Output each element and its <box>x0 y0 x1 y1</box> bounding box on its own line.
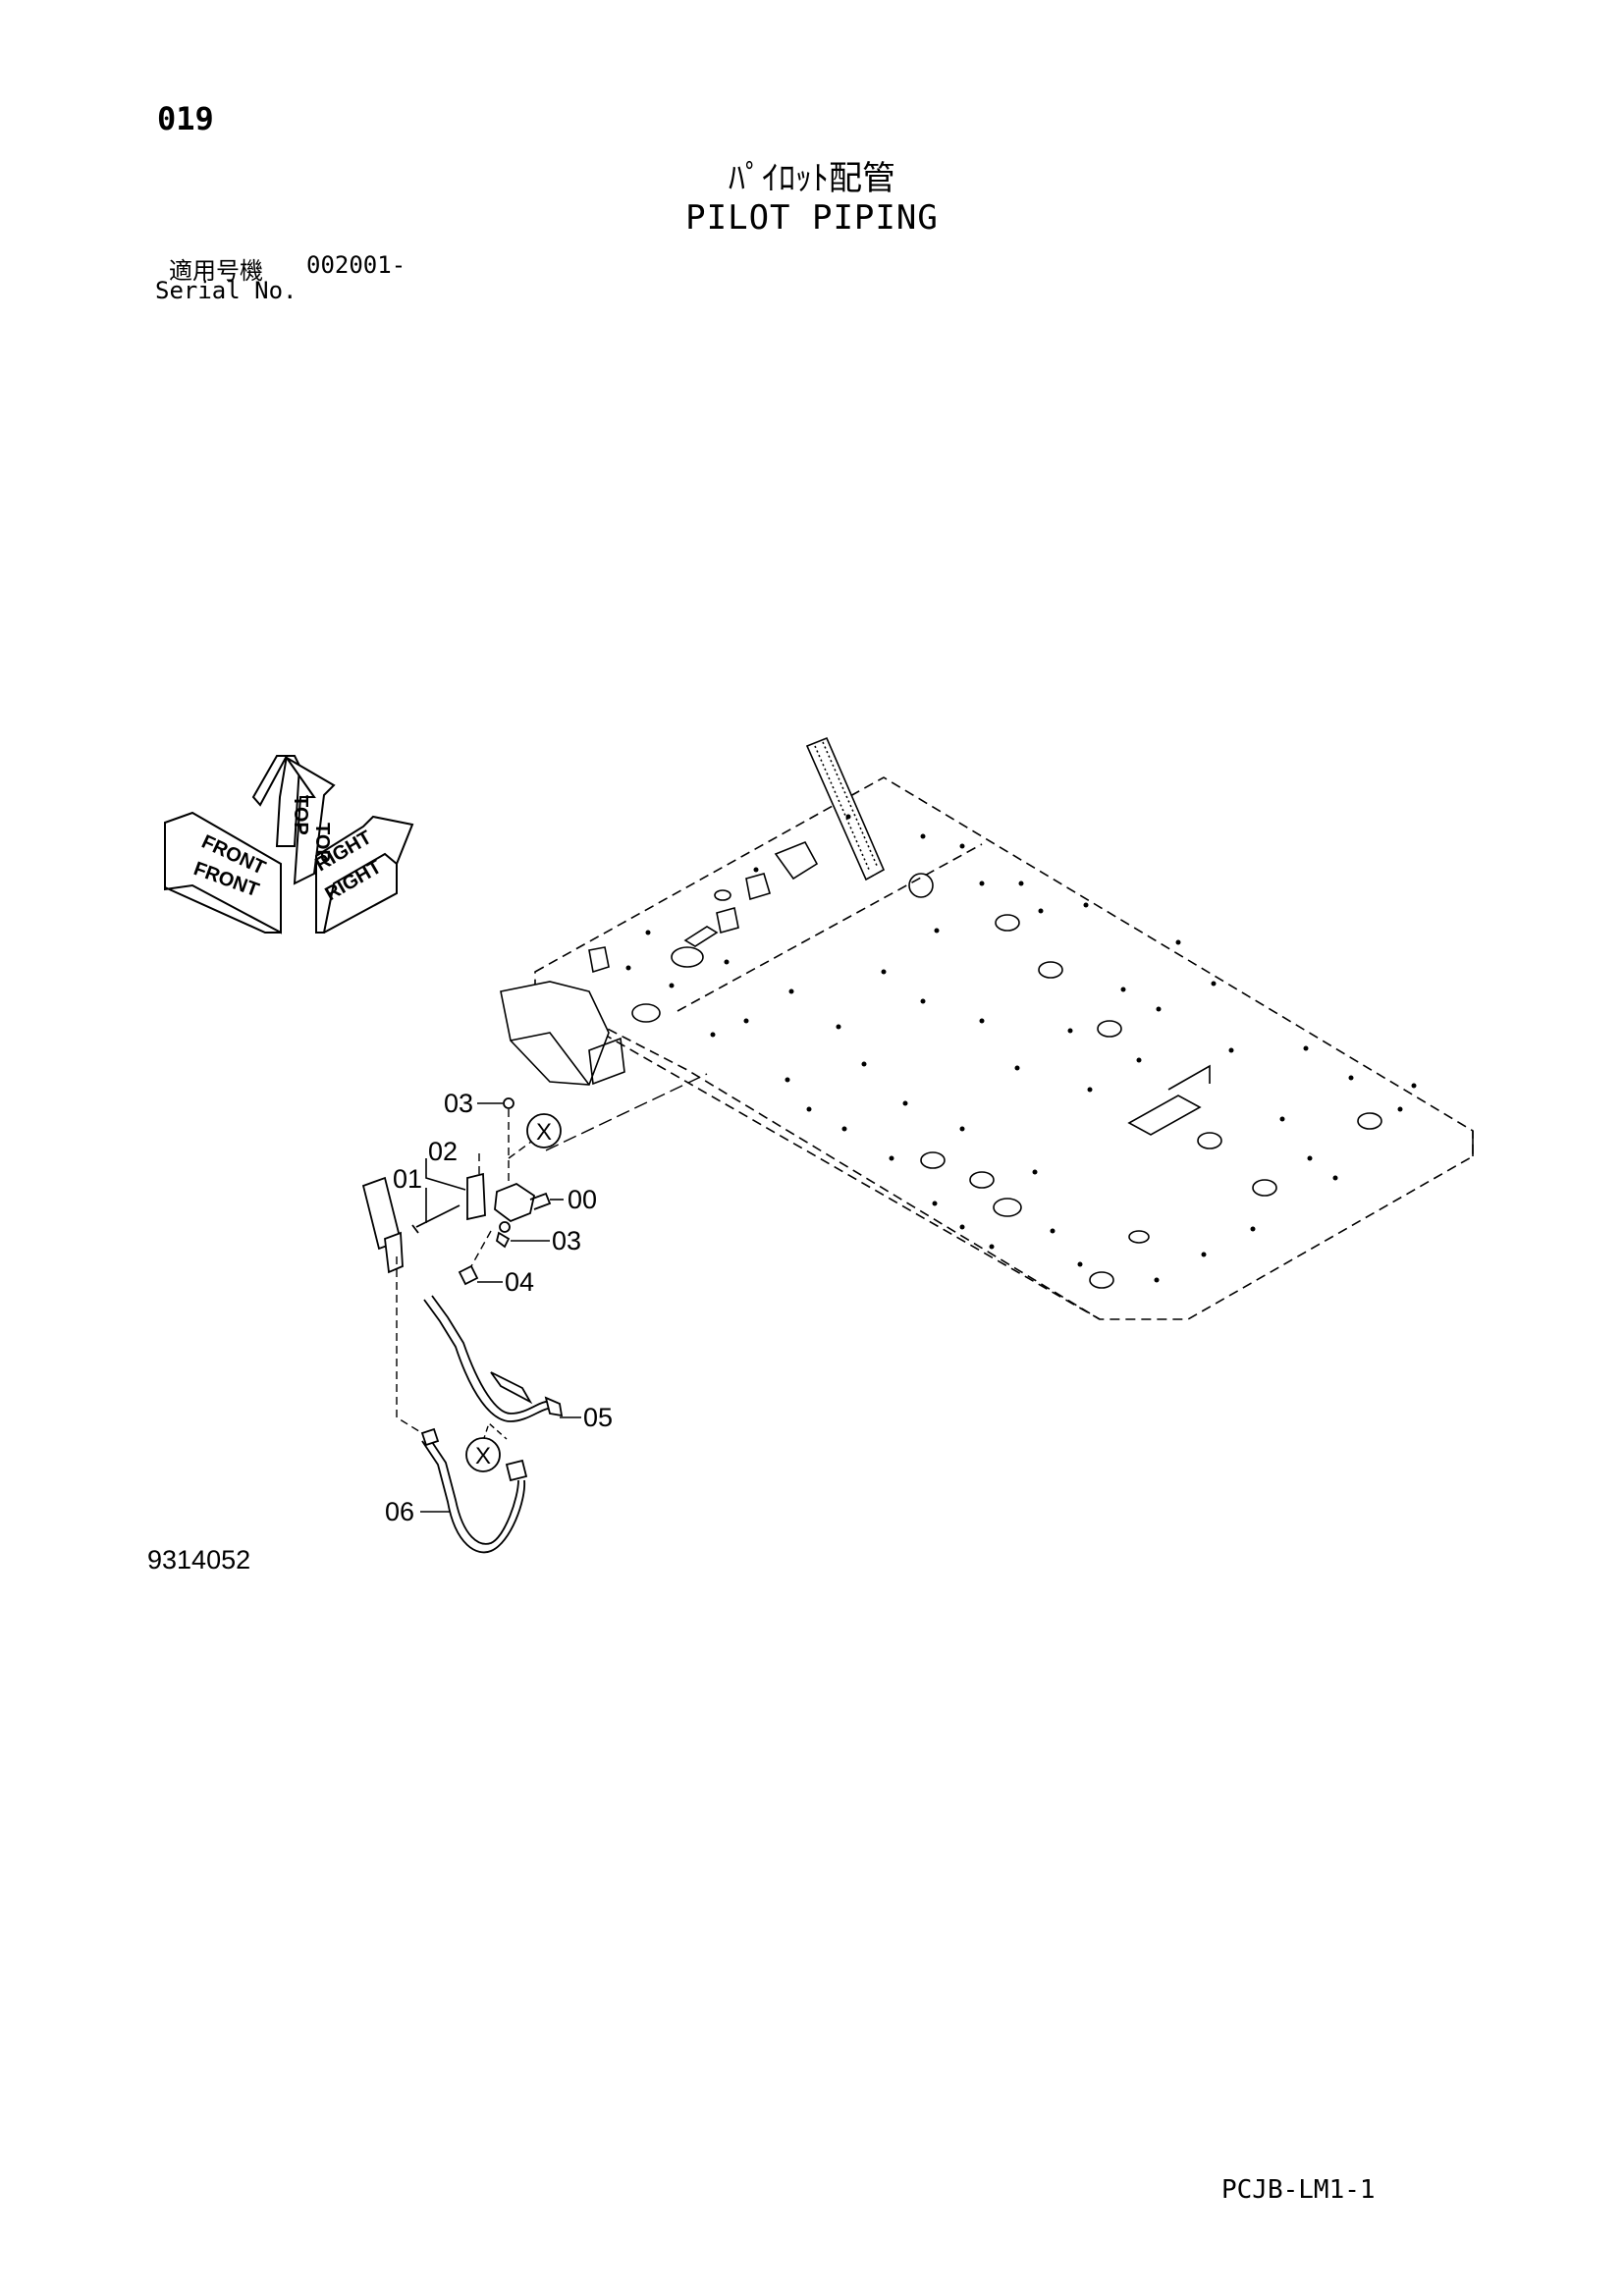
page-title-jp: ﾊﾟｲﾛｯﾄ配管 <box>729 159 895 198</box>
floor-plate <box>500 736 1474 1320</box>
serial-value: 002001- <box>306 251 406 279</box>
callout-03-top: 03 <box>444 1089 473 1118</box>
page-title-en: PILOT PIPING <box>685 198 939 238</box>
svg-text:X: X <box>475 1443 491 1469</box>
orientation-top-label-2: TOP <box>311 823 333 863</box>
callout-05: 05 <box>583 1403 613 1432</box>
callout-02: 02 <box>428 1137 458 1166</box>
connection-marker-x-bottom: X <box>465 1437 501 1472</box>
plate-bolt-holes <box>625 814 1417 1283</box>
footer-code: PCJB-LM1-1 <box>1221 2175 1376 2205</box>
callout-03-bottom: 03 <box>552 1226 581 1255</box>
serial-label-en: Serial No. <box>155 277 298 304</box>
pilot-valve-assembly <box>361 1073 708 1554</box>
callout-04: 04 <box>505 1267 534 1297</box>
serial-label-jp: 適用号機 <box>169 257 263 285</box>
orientation-top-label: TOP <box>290 795 311 835</box>
page-number: 019 <box>157 100 214 137</box>
callout-00: 00 <box>568 1185 597 1214</box>
callout-leaders <box>420 1102 581 1513</box>
callout-06: 06 <box>385 1497 414 1526</box>
connection-marker-x-top: X <box>526 1113 562 1148</box>
callout-01: 01 <box>393 1164 422 1194</box>
svg-text:X: X <box>536 1119 552 1146</box>
orientation-indicator <box>164 755 414 934</box>
figure-number: 9314052 <box>147 1545 251 1575</box>
